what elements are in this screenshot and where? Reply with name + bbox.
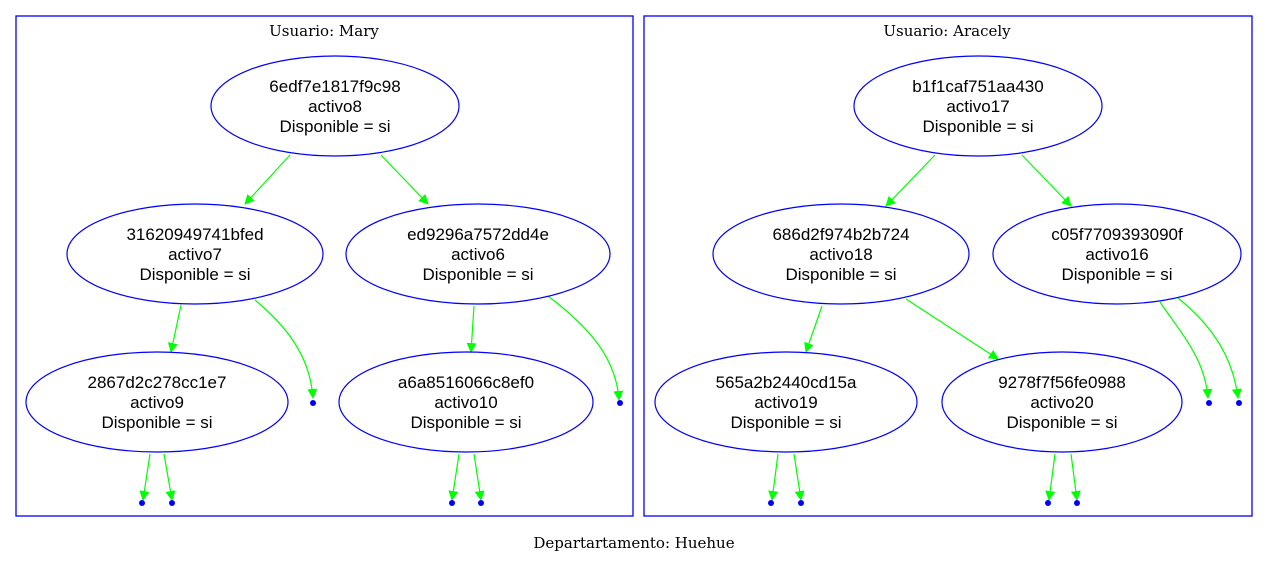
null-leaf-dot (768, 500, 774, 506)
cluster-border (15, 15, 634, 517)
node-hash: b1f1caf751aa430 (912, 77, 1043, 96)
edge-m_l-to-null (254, 299, 318, 399)
node-ellipse (992, 203, 1242, 305)
null-leaf-dot (1206, 400, 1212, 406)
edge-m_ll-to-null (163, 453, 176, 501)
node-ellipse (338, 351, 594, 453)
node-asset-name: activo10 (434, 393, 497, 412)
node-hash: 31620949741bfed (126, 225, 263, 244)
node-availability: Disponible = si (101, 413, 212, 432)
null-leaf-dot (1236, 400, 1242, 406)
edge-a_ll-to-null (768, 453, 779, 501)
node-ellipse (712, 203, 970, 305)
cluster-label: Usuario: Aracely (883, 22, 1011, 40)
null-leaf-dot (169, 500, 175, 506)
node-ellipse (210, 55, 460, 157)
edge-m_root-to-m_r (380, 154, 429, 205)
null-leaf-dot (1045, 500, 1051, 506)
node-ellipse (66, 203, 324, 305)
null-leaf-dot (310, 400, 316, 406)
node-ellipse (25, 351, 289, 453)
edge-a_l-to-a_ll (804, 305, 823, 353)
node-hash: a6a8516066c8ef0 (398, 373, 534, 392)
cluster-border (643, 15, 1253, 517)
edge-m_root-to-m_l (244, 154, 291, 205)
node-asset-name: activo9 (130, 393, 184, 412)
node-asset-name: activo20 (1030, 393, 1093, 412)
node-availability: Disponible = si (922, 117, 1033, 136)
null-leaf-dot (139, 500, 145, 506)
node-hash: 9278f7f56fe0988 (998, 373, 1126, 392)
null-leaf-dot (478, 500, 484, 506)
edge-a_ll-to-null (793, 453, 805, 501)
null-leaf-dot (617, 400, 623, 406)
cluster-mary: Usuario: Mary6edf7e1817f9c98activo8Dispo… (15, 15, 634, 517)
node-asset-name: activo7 (168, 245, 222, 264)
edge-a_lr-to-null (1045, 453, 1056, 501)
node-hash: 6edf7e1817f9c98 (269, 77, 400, 96)
graph-label: Departartamento: Huehue (533, 534, 734, 552)
node-asset-name: activo18 (809, 245, 872, 264)
node-hash: 686d2f974b2b724 (772, 225, 909, 244)
null-leaf-dot (1074, 500, 1080, 506)
node-availability: Disponible = si (785, 265, 896, 284)
edge-m_ll-to-null (139, 453, 151, 501)
node-availability: Disponible = si (422, 265, 533, 284)
node-asset-name: activo8 (308, 97, 362, 116)
edge-m_rl-to-null (473, 453, 485, 501)
edge-a_r-to-null (1159, 301, 1213, 399)
node-hash: c05f7709393090f (1051, 225, 1183, 244)
edge-a_root-to-a_r (1021, 154, 1072, 207)
node-availability: Disponible = si (279, 117, 390, 136)
node-asset-name: activo16 (1085, 245, 1148, 264)
node-availability: Disponible = si (730, 413, 841, 432)
node-availability: Disponible = si (1006, 413, 1117, 432)
node-ellipse (654, 351, 918, 453)
node-availability: Disponible = si (139, 265, 250, 284)
edge-a_r-to-null (1177, 297, 1242, 399)
edge-m_r-to-null (547, 295, 624, 401)
cluster-aracely: Usuario: Aracelyb1f1caf751aa430activo17D… (643, 15, 1253, 517)
node-asset-name: activo6 (451, 245, 505, 264)
edge-a_l-to-a_lr (905, 298, 999, 360)
node-hash: ed9296a7572dd4e (407, 225, 549, 244)
node-asset-name: activo19 (754, 393, 817, 412)
edge-m_rl-to-null (448, 453, 460, 501)
node-availability: Disponible = si (1061, 265, 1172, 284)
node-hash: 565a2b2440cd15a (716, 373, 857, 392)
node-availability: Disponible = si (410, 413, 521, 432)
edge-m_r-to-m_rl (466, 305, 477, 353)
node-ellipse (345, 203, 611, 305)
edge-a_lr-to-null (1070, 453, 1081, 501)
edge-a_root-to-a_l (885, 154, 936, 207)
null-leaf-dot (449, 500, 455, 506)
null-leaf-dot (798, 500, 804, 506)
node-ellipse (941, 351, 1183, 453)
node-hash: 2867d2c278cc1e7 (88, 373, 227, 392)
node-asset-name: activo17 (946, 97, 1009, 116)
node-ellipse (853, 55, 1103, 157)
cluster-label: Usuario: Mary (269, 22, 379, 40)
edge-m_l-to-m_ll (167, 304, 182, 353)
